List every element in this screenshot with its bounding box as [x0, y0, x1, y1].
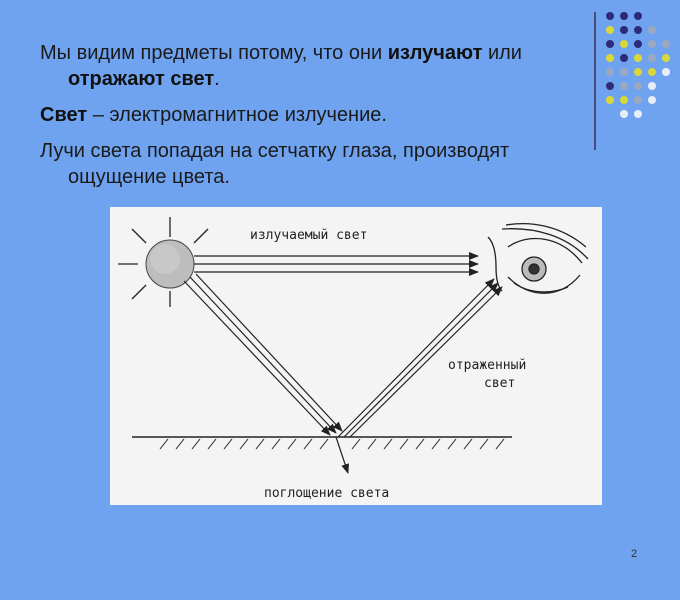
diagram-svg: излучаемый свет отраженный свет [118, 217, 589, 501]
bold-emit: излучают [387, 42, 483, 64]
text-fragment: . [214, 68, 220, 90]
text-fragment: Лучи света попадая на сетчатку глаза, пр… [40, 140, 510, 162]
text-fragment: – электромагнитное излучение. [87, 104, 387, 126]
incident-rays [183, 273, 343, 436]
text-fragment: или [482, 42, 522, 64]
label-emitted: излучаемый свет [250, 228, 367, 243]
paragraph-3: Лучи света попадая на сетчатку глаза, пр… [40, 138, 600, 190]
label-reflected-2: свет [484, 376, 515, 391]
bold-light: Свет [40, 104, 88, 126]
paragraph-2: Свет – электромагнитное излучение. [40, 102, 600, 128]
paragraph-1: Мы видим предметы потому, что они излуча… [40, 40, 600, 92]
sun-icon [118, 217, 209, 307]
eye-icon [487, 222, 589, 294]
bold-reflect: отражают свет [68, 68, 215, 90]
label-reflected-1: отраженный [448, 358, 526, 373]
reflected-rays [337, 278, 503, 438]
text-fragment: ощущение цвета. [68, 166, 230, 188]
decorative-divider [594, 12, 596, 150]
absorbed-ray [335, 436, 349, 474]
page-number: 2 [631, 548, 638, 560]
light-diagram: излучаемый свет отраженный свет [110, 207, 602, 505]
decorative-dots [606, 12, 670, 118]
emitted-rays [194, 252, 479, 276]
slide-text: Мы видим предметы потому, что они излуча… [40, 40, 600, 200]
label-absorbed: поглощение света [264, 486, 389, 501]
surface [132, 436, 512, 450]
text-fragment: Мы видим предметы потому, что они [40, 42, 388, 64]
